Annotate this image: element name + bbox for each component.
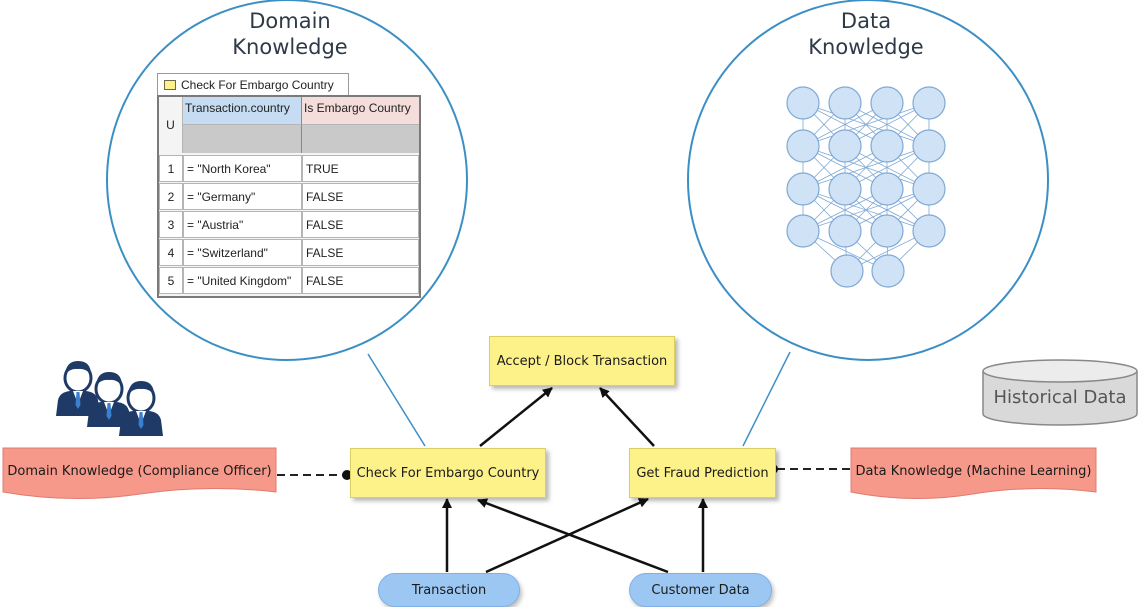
row-index: 4 <box>159 239 183 266</box>
historical-data-label: Historical Data <box>993 387 1127 408</box>
row-input[interactable]: = "United Kingdom" <box>183 267 302 294</box>
row-input[interactable]: = "Germany" <box>183 183 302 210</box>
network-neuron <box>870 172 904 206</box>
table-row[interactable]: 3 = "Austria" FALSE <box>159 211 419 239</box>
hit-policy-label: U <box>166 118 175 132</box>
customer-data-input[interactable]: Customer Data <box>629 573 772 607</box>
input-type-cell <box>183 125 302 153</box>
row-index: 3 <box>159 211 183 238</box>
table-row[interactable]: 4 = "Switzerland" FALSE <box>159 239 419 267</box>
domain-knowledge-title-line2: Knowledge <box>232 35 348 59</box>
output-header-label: Is Embargo Country <box>304 101 411 115</box>
domain-knowledge-title-line1: Domain <box>249 9 331 33</box>
data-knowledge-circle <box>687 0 1049 361</box>
network-neuron <box>786 214 820 248</box>
table-row[interactable]: 2 = "Germany" FALSE <box>159 183 419 211</box>
output-header-cell[interactable]: Is Embargo Country <box>302 97 419 125</box>
network-neuron <box>912 172 946 206</box>
domain-knowledge-title: Domain Knowledge <box>220 8 360 60</box>
row-input[interactable]: = "Austria" <box>183 211 302 238</box>
database-cylinder-icon <box>982 359 1138 426</box>
row-index: 2 <box>159 183 183 210</box>
table-row[interactable]: 1 = "North Korea" TRUE <box>159 155 419 183</box>
domain-knowledge-connector-dot <box>342 470 352 480</box>
decision-table-tab-icon <box>164 79 176 90</box>
data-knowledge-source-label[interactable]: Data Knowledge (Machine Learning) <box>855 463 1092 479</box>
decision-table-tab-label: Check For Embargo Country <box>181 77 334 92</box>
input-header-label: Transaction.country <box>185 101 290 115</box>
input-header-cell[interactable]: Transaction.country <box>183 97 302 125</box>
domain-knowledge-shape <box>2 447 277 500</box>
row-index: 1 <box>159 155 183 182</box>
arrow-fraud-to-top <box>599 387 655 447</box>
neural-network-icon <box>786 86 946 288</box>
network-neuron <box>870 129 904 163</box>
network-neuron <box>786 172 820 206</box>
output-type-cell <box>302 125 419 153</box>
network-neuron <box>870 86 904 120</box>
network-neuron <box>912 214 946 248</box>
row-input[interactable]: = "Switzerland" <box>183 239 302 266</box>
network-neuron <box>828 86 862 120</box>
row-input[interactable]: = "North Korea" <box>183 155 302 182</box>
row-output[interactable]: TRUE <box>302 155 419 182</box>
row-output[interactable]: FALSE <box>302 183 419 210</box>
network-neuron <box>870 214 904 248</box>
data-knowledge-title-line2: Knowledge <box>808 35 924 59</box>
data-knowledge-title-line1: Data <box>840 9 892 33</box>
transaction-input[interactable]: Transaction <box>378 573 520 607</box>
decision-table-body: U Transaction.country Is Embargo Country… <box>157 95 421 298</box>
decision-table-tab[interactable]: Check For Embargo Country <box>157 73 349 95</box>
data-circle-pointer <box>742 351 791 447</box>
data-knowledge-title: Data Knowledge <box>796 8 936 60</box>
data-knowledge-shape <box>850 447 1097 500</box>
network-neuron <box>786 86 820 120</box>
row-output[interactable]: FALSE <box>302 211 419 238</box>
network-neuron <box>912 129 946 163</box>
network-link <box>802 102 930 147</box>
row-output[interactable]: FALSE <box>302 239 419 266</box>
network-neuron <box>912 86 946 120</box>
network-neuron <box>828 129 862 163</box>
network-neuron <box>828 214 862 248</box>
fraud-prediction-decision[interactable]: Get Fraud Prediction <box>629 448 776 498</box>
table-row[interactable]: 5 = "United Kingdom" FALSE <box>159 267 419 295</box>
network-neuron <box>828 172 862 206</box>
people-group-icon <box>56 361 163 436</box>
arrow-transaction-to-fraud <box>485 497 649 574</box>
row-index: 5 <box>159 267 183 294</box>
network-link <box>802 188 930 232</box>
embargo-check-decision[interactable]: Check For Embargo Country <box>350 448 546 498</box>
domain-circle-pointer <box>367 353 426 447</box>
arrow-customer-to-embargo <box>477 498 669 574</box>
row-output[interactable]: FALSE <box>302 267 419 294</box>
arrow-embargo-to-top <box>479 387 553 447</box>
network-neuron <box>871 254 905 288</box>
network-link <box>802 145 930 190</box>
network-neuron <box>786 129 820 163</box>
hit-policy-cell[interactable]: U <box>159 97 183 153</box>
domain-knowledge-source-label[interactable]: Domain Knowledge (Compliance Officer) <box>7 463 272 479</box>
accept-block-decision[interactable]: Accept / Block Transaction <box>489 336 675 386</box>
network-neuron <box>830 254 864 288</box>
